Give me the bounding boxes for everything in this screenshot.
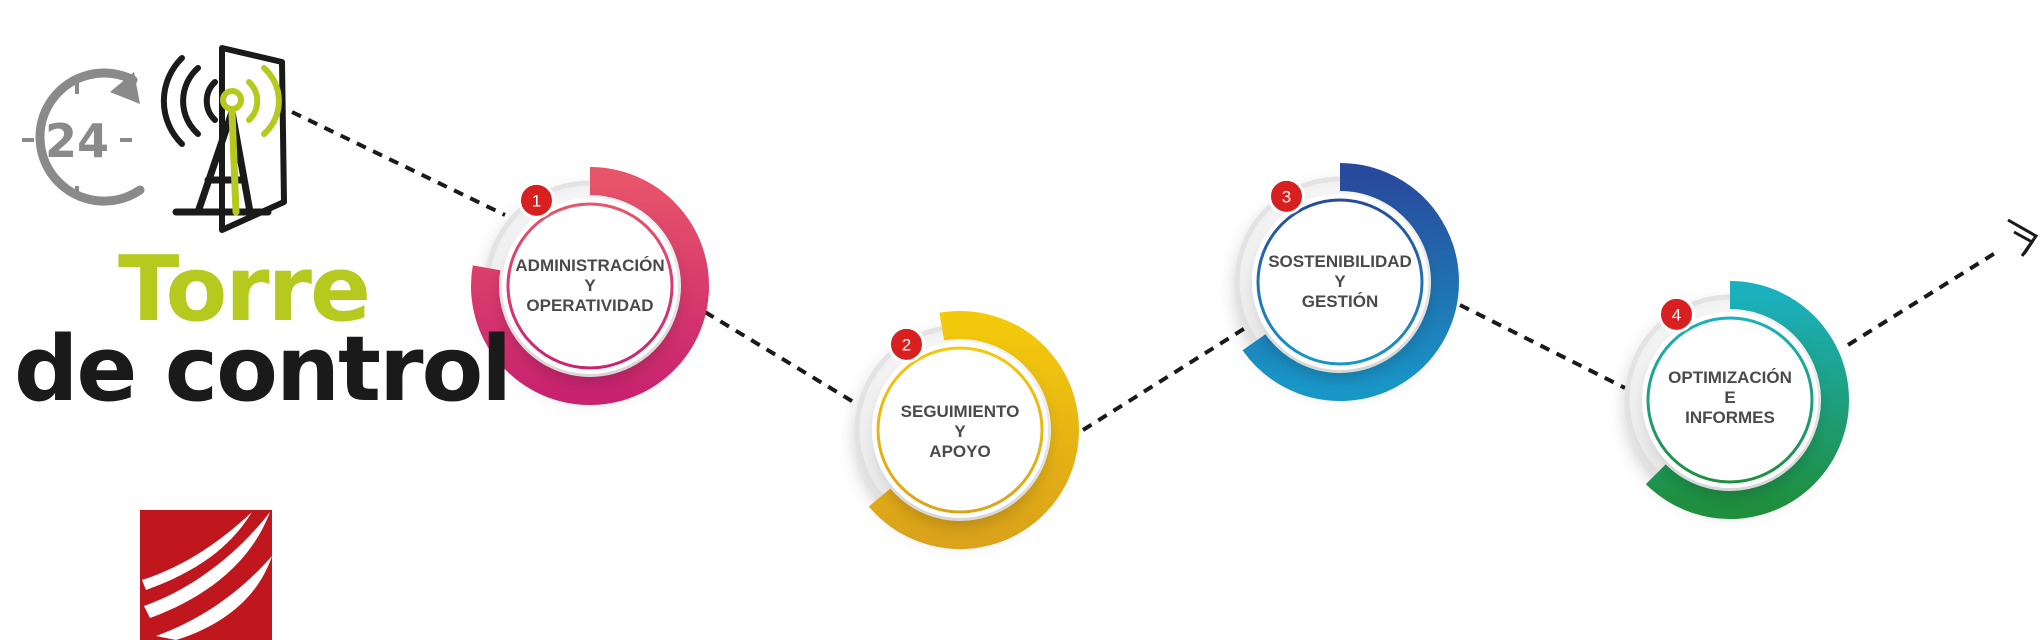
step-1-node: 1 — [471, 167, 709, 405]
step-4-badge: 4 — [1657, 295, 1695, 333]
step-1-number: 1 — [532, 191, 541, 210]
step-1-line-3: OPERATIVIDAD — [526, 296, 654, 315]
clock-24-icon: 24 — [22, 68, 145, 206]
step-3-inner-ring — [1256, 198, 1424, 366]
step-1-line-1: ADMINISTRACIÓN — [515, 256, 665, 275]
step-2-badge: 2 — [887, 325, 925, 363]
step-1-line-2: Y — [584, 276, 596, 295]
steps-layer: 1 2 3 4 — [471, 163, 1849, 549]
step-3-badge: 3 — [1267, 177, 1305, 215]
step-3-number: 3 — [1282, 187, 1291, 206]
step-2-line-3: APOYO — [929, 442, 991, 461]
clock-24-label: 24 — [45, 114, 109, 168]
step-3-label: SOSTENIBILIDAD Y GESTIÓN — [1255, 252, 1425, 312]
step-4-line-3: INFORMES — [1685, 408, 1775, 427]
antenna-tower-icon — [160, 45, 287, 233]
step-4-arc — [1645, 281, 1849, 519]
step-3-line-3: GESTIÓN — [1301, 292, 1379, 311]
step-1-inner-ring — [506, 202, 674, 370]
title-torre: Torre — [118, 237, 371, 342]
step-2-node: 2 — [854, 311, 1079, 549]
step-3-arc — [1242, 163, 1459, 401]
step-2-number: 2 — [902, 335, 911, 354]
step-4-node: 4 — [1624, 281, 1849, 519]
step-4-number: 4 — [1672, 305, 1681, 324]
step-1-label: ADMINISTRACIÓN Y OPERATIVIDAD — [505, 256, 675, 316]
step-3-line-2: Y — [1334, 272, 1346, 291]
dashed-connector — [291, 110, 2002, 432]
step-4-inner-ring — [1646, 316, 1814, 484]
step-4-line-2: E — [1724, 388, 1736, 407]
step-1-badge: 1 — [517, 181, 555, 219]
step-3-line-1: SOSTENIBILIDAD — [1268, 252, 1412, 271]
step-2-inner-ring — [876, 346, 1044, 514]
step-3-node: 3 — [1234, 163, 1459, 401]
step-2-label: SEGUIMIENTO Y APOYO — [875, 402, 1045, 462]
step-1-arc — [471, 167, 709, 405]
title-block: Torre de control — [14, 237, 512, 422]
step-2-line-1: SEGUIMIENTO — [900, 402, 1020, 421]
step-4-label: OPTIMIZACIÓN E INFORMES — [1645, 368, 1815, 428]
double-chevron-arrow-icon — [2007, 218, 2039, 257]
title-de-control: de control — [14, 317, 512, 422]
step-2-line-2: Y — [954, 422, 966, 441]
step-2-arc — [868, 311, 1079, 549]
step-4-line-1: OPTIMIZACIÓN — [1668, 368, 1792, 387]
company-logo — [140, 510, 272, 640]
